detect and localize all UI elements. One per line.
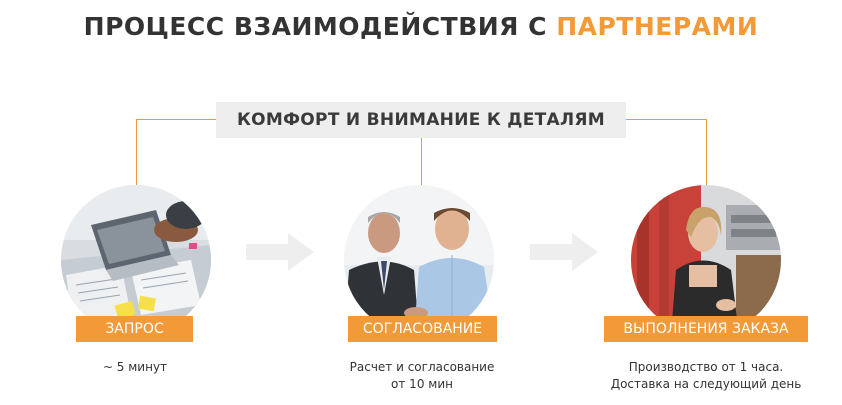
step-3-description: Производство от 1 часа. Доставка на след…: [596, 359, 816, 393]
arrow-right-icon: [246, 233, 314, 271]
business-meeting-image: [344, 185, 494, 335]
office-desk-laptop-image: [61, 185, 211, 335]
step-3-desc-line-2: Доставка на следующий день: [610, 377, 802, 391]
connector-left-vertical: [136, 119, 137, 185]
step-1-description: ~ 5 минут: [60, 359, 210, 376]
step-1-photo: [61, 185, 211, 335]
banner-text: КОМФОРТ И ВНИМАНИЕ К ДЕТАЛЯМ: [236, 110, 605, 130]
page-title: ПРОЦЕСС ВЗАИМОДЕЙСТВИЯ С ПАРТНЕРАМИ: [0, 12, 842, 41]
step-2-photo: [344, 185, 494, 335]
step-1-desc-line-1: ~ 5 минут: [102, 360, 168, 374]
title-accent-text: ПАРТНЕРАМИ: [556, 12, 759, 41]
connector-left-horizontal: [136, 119, 216, 120]
arrow-right-icon: [530, 233, 598, 271]
connector-right-vertical: [706, 119, 707, 185]
step-3-photo: [631, 185, 781, 335]
banner: КОМФОРТ И ВНИМАНИЕ К ДЕТАЛЯМ: [216, 102, 626, 138]
title-main-text: ПРОЦЕСС ВЗАИМОДЕЙСТВИЯ С: [83, 12, 557, 41]
step-3-desc-line-1: Производство от 1 часа.: [628, 360, 784, 374]
step-2-desc-line-1: Расчет и согласование: [349, 360, 495, 374]
connector-center-vertical: [421, 138, 422, 185]
connector-right-horizontal: [626, 119, 707, 120]
step-2-description: Расчет и согласование от 10 мин: [322, 359, 522, 393]
step-1-label: ЗАПРОС: [76, 316, 193, 342]
step-3-label: ВЫПОЛНЕНИЯ ЗАКАЗА: [604, 316, 808, 342]
step-2-desc-line-2: от 10 мин: [391, 377, 453, 391]
step-2-label: СОГЛАСОВАНИЕ: [348, 316, 497, 342]
production-worker-image: [631, 185, 781, 335]
